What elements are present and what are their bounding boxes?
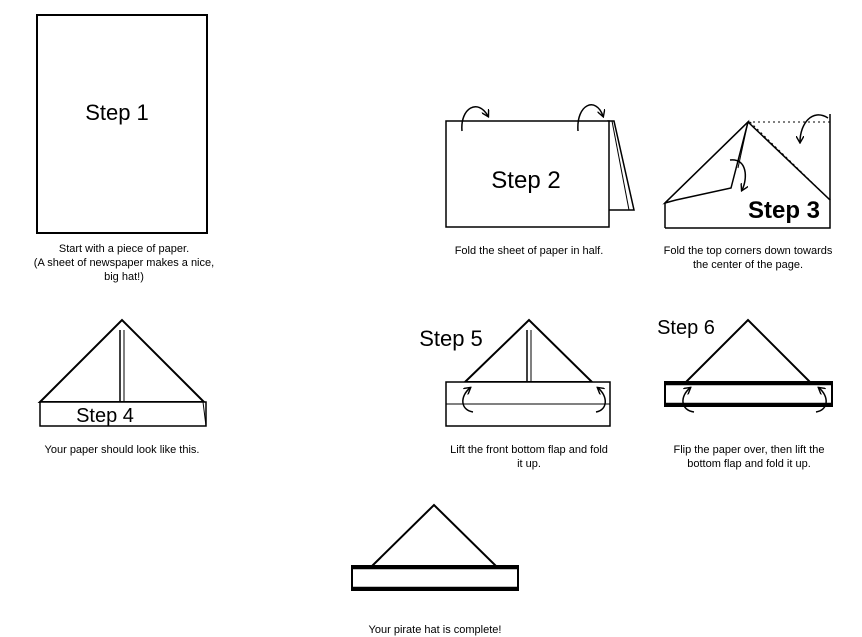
- step-1-caption: Start with a piece of paper. (A sheet of…: [8, 242, 240, 284]
- step-2-figure: Step 2: [446, 105, 634, 227]
- step-6-caption: Flip the paper over, then lift the botto…: [646, 443, 852, 471]
- step-4-caption: Your paper should look like this.: [16, 443, 228, 457]
- step-2-caption: Fold the sheet of paper in half.: [430, 244, 628, 258]
- final-hat-figure: [352, 505, 518, 590]
- step-4-figure: Step 4: [40, 320, 206, 427]
- step-4-triangle: [40, 320, 204, 402]
- step-3-label: Step 3: [748, 197, 820, 224]
- final-hat-triangle: [372, 505, 496, 566]
- final-caption: Your pirate hat is complete!: [300, 623, 570, 637]
- step-3-caption: Fold the top corners down towards the ce…: [640, 244, 856, 272]
- step-5-caption: Lift the front bottom flap and fold it u…: [428, 443, 630, 471]
- step-2-label: Step 2: [491, 167, 560, 194]
- step-5-triangle: [465, 320, 592, 382]
- step-1-label: Step 1: [85, 100, 149, 125]
- step-1-figure: Step 1: [37, 15, 207, 233]
- step-6-figure: Step 6: [657, 317, 832, 412]
- step-3-fold-arrow-right: [800, 115, 828, 142]
- step-5-label: Step 5: [419, 326, 483, 351]
- final-hat-brim: [352, 566, 518, 590]
- step-6-band: [665, 382, 832, 406]
- step-6-label: Step 6: [657, 317, 715, 339]
- step-3-figure: Step 3: [665, 114, 830, 228]
- step-4-label: Step 4: [76, 405, 134, 427]
- step-5-figure: Step 5: [419, 320, 610, 426]
